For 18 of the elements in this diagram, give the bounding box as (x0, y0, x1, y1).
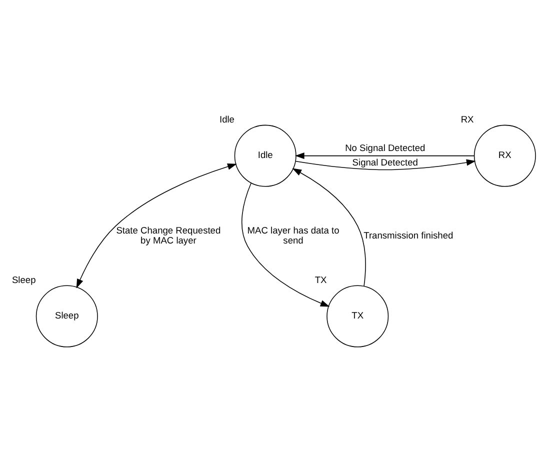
arrow (76, 163, 237, 288)
node-label: TX (314, 274, 327, 285)
arrow (292, 168, 366, 286)
node-circle: TX (326, 284, 389, 347)
node-label: Idle (219, 114, 234, 124)
edge-label: No Signal Detected (345, 142, 426, 152)
arrow (242, 182, 330, 306)
edge-label: MAC layer has data to send (247, 224, 340, 245)
node-label: RX (460, 114, 474, 124)
arrow (295, 152, 475, 159)
node-circle: Idle (234, 124, 296, 186)
arrow (295, 158, 476, 170)
edge-label: Signal Detected (352, 157, 418, 168)
edge-label: Transmission finished (364, 230, 454, 240)
node-label: Sleep (12, 274, 36, 285)
edge-label: State Change Requested by MAC layer (116, 224, 221, 245)
node-circle: Sleep (36, 284, 98, 347)
node-circle: RX (474, 124, 536, 186)
